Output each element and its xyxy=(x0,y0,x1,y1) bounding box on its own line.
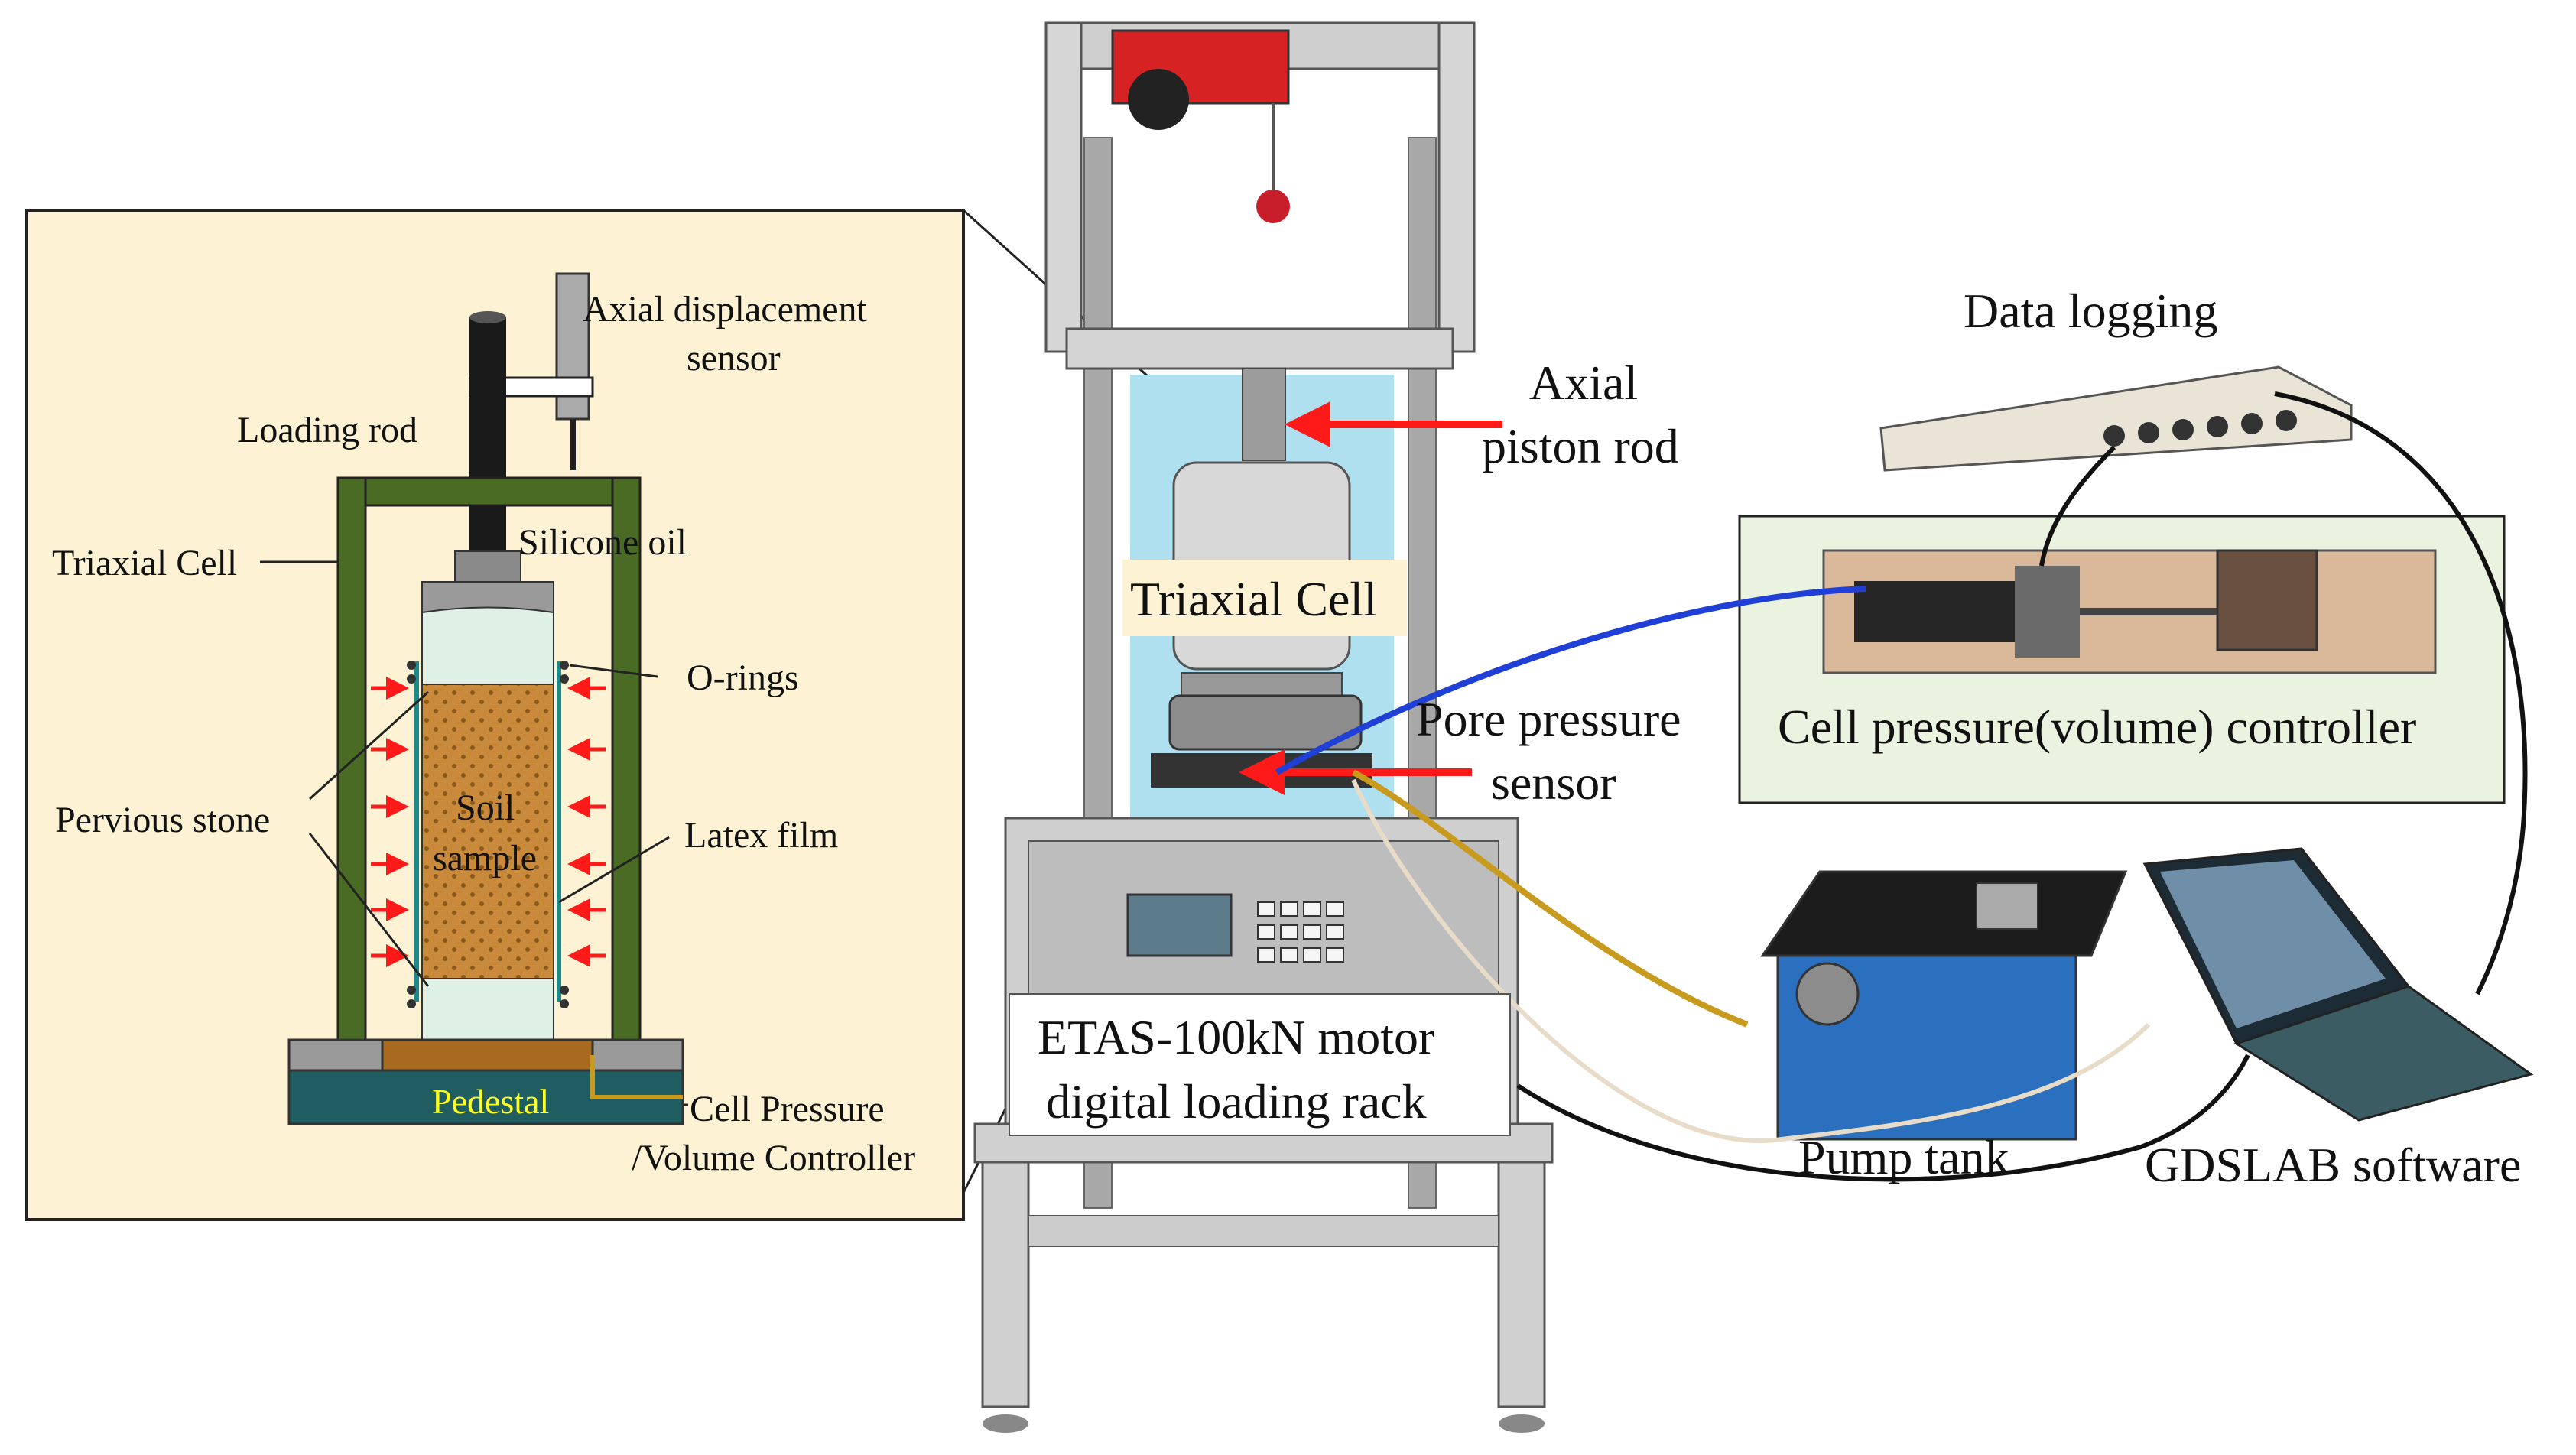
confining-pressure-arrows xyxy=(371,677,606,967)
laptop xyxy=(2142,847,2534,1122)
cell-pressure-label-1: Cell Pressure xyxy=(690,1089,885,1129)
cell-pressure-line xyxy=(590,1055,683,1099)
top-cap xyxy=(454,550,521,583)
pore-pressure-label-2: sensor xyxy=(1491,755,1616,810)
triaxial-cell-inset-label: Triaxial Cell xyxy=(52,543,237,583)
etas-label-2: digital loading rack xyxy=(1046,1074,1427,1129)
pedestal-block xyxy=(381,1038,594,1072)
etas-label-bg xyxy=(1009,993,1511,1136)
triaxial-cell-main-label: Triaxial Cell xyxy=(1130,572,1377,626)
gold-cable xyxy=(1352,769,1749,1028)
lcd-screen xyxy=(1126,893,1233,957)
pump-tank xyxy=(1760,870,2128,1141)
loading-rod-top xyxy=(469,311,506,323)
silicone-oil-label: Silicone oil xyxy=(518,522,687,563)
loading-rod-label: Loading rod xyxy=(237,410,417,450)
axial-displacement-label-2: sensor xyxy=(687,338,781,378)
logger-to-controller-cables xyxy=(2039,445,2116,567)
data-logging-label: Data logging xyxy=(1964,284,2217,338)
translucent-tube xyxy=(1351,778,2151,1143)
blue-cable xyxy=(1275,586,1866,775)
pore-pressure-label-1: Pore pressure xyxy=(1416,692,1681,746)
latex-film-label: Latex film xyxy=(684,815,838,856)
inset-leader-lines xyxy=(260,560,688,1106)
triaxial-cell-label-bg xyxy=(1122,560,1407,636)
gdslab-software-label: GDSLAB software xyxy=(2145,1138,2521,1192)
cell-pressure-controller-label: Cell pressure(volume) controller xyxy=(1778,700,2416,754)
axial-piston-label-2: piston rod xyxy=(1482,419,1679,473)
axial-displacement-label-1: Axial displacement xyxy=(583,289,868,330)
soil-label-1: Soil xyxy=(456,788,515,828)
triaxial-cell-wall xyxy=(336,476,642,1041)
pervious-stone-label: Pervious stone xyxy=(55,800,270,840)
o-rings xyxy=(407,661,569,1008)
pump-tank-label: Pump tank xyxy=(1798,1130,2009,1184)
pedestal-base xyxy=(287,1069,684,1125)
keypad xyxy=(1257,901,1344,963)
black-cable-frame-laptop xyxy=(1516,1054,2250,1182)
stand-leg-left xyxy=(981,1161,1030,1408)
controller-panel xyxy=(1738,515,2506,804)
bottom-pervious-stone xyxy=(421,978,554,1041)
inset-schematic: Axial displacement sensor Loading rod Si… xyxy=(25,209,1156,1221)
o-rings-label: O-rings xyxy=(687,658,799,698)
black-cable-logger-laptop xyxy=(2274,391,2528,995)
soil-sample xyxy=(421,684,554,979)
stand-leg-right xyxy=(1497,1161,1546,1408)
cell-pressure-label-2: /Volume Controller xyxy=(632,1138,915,1178)
piston-rod xyxy=(1242,368,1286,461)
cables xyxy=(1275,391,2528,1182)
soil-label-2: sample xyxy=(433,838,537,879)
top-pervious-stone xyxy=(421,606,554,685)
data-logger xyxy=(1879,365,2353,472)
crosshead xyxy=(1065,327,1454,370)
etas-label-1: ETAS-100kN motor xyxy=(1038,1010,1434,1064)
pedestal-label: Pedestal xyxy=(432,1082,549,1121)
inner-rod xyxy=(469,505,506,551)
axial-piston-label-1: Axial xyxy=(1529,356,1638,410)
